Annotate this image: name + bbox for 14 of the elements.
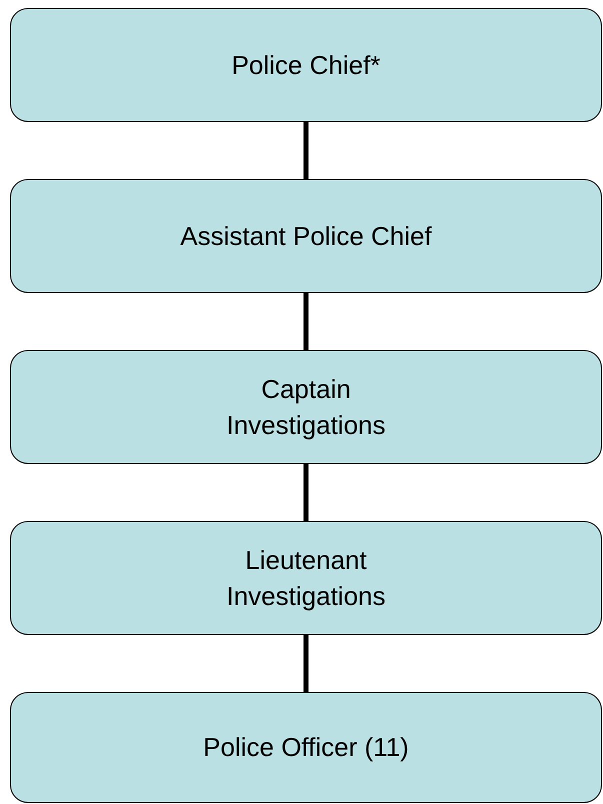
rank-title: Assistant Police Chief [180,220,432,253]
rank-box [10,8,602,122]
connector-line [304,635,308,692]
connector-line [304,464,308,521]
rank-box [10,350,602,464]
connector-line [304,293,308,350]
rank-title: Police Officer (11) [203,731,409,764]
rank-title: Lieutenant Investigations [226,544,386,613]
rank-title: Captain Investigations [226,372,386,442]
rank-title: Police Chief* [232,48,380,82]
connector-line [304,122,308,179]
rank-box [10,692,602,803]
rank-box [10,179,602,293]
rank-box [10,521,602,635]
